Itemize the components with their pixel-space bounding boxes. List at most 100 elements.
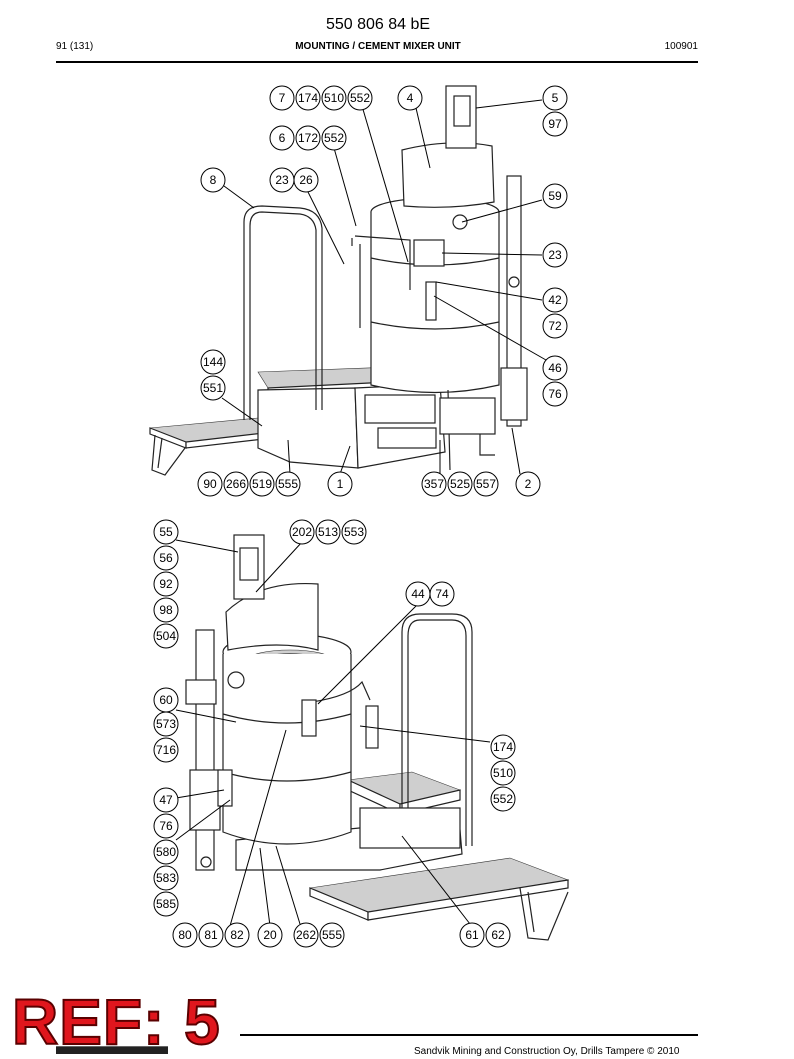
callout-92: 92 (153, 571, 179, 597)
callout-label: 202 (292, 525, 312, 539)
callout-97: 97 (542, 111, 568, 137)
callout-label: 557 (476, 477, 496, 491)
callout-59: 59 (542, 183, 568, 209)
document-date: 100901 (664, 41, 698, 52)
callout-525: 525 (447, 471, 473, 497)
callout-46: 46 (542, 355, 568, 381)
callout-504: 504 (153, 623, 179, 649)
callout-label: 174 (298, 91, 318, 105)
callout-4: 4 (397, 85, 423, 111)
callout-23: 23 (269, 167, 295, 193)
callout-202: 202 (289, 519, 315, 545)
callout-label: 513 (318, 525, 338, 539)
callout-label: 174 (493, 740, 513, 754)
callout-76: 76 (542, 381, 568, 407)
callout-label: 92 (159, 577, 173, 591)
callout-55: 55 (153, 519, 179, 545)
callout-553: 553 (341, 519, 367, 545)
callout-72: 72 (542, 313, 568, 339)
callout-5: 5 (542, 85, 568, 111)
callout-552b: 552 (321, 125, 347, 151)
callout-label: 504 (156, 629, 176, 643)
footer-rule (240, 1034, 698, 1036)
callout-510: 510 (321, 85, 347, 111)
callout-label: 552 (350, 91, 370, 105)
callout-42: 42 (542, 287, 568, 313)
callout-label: 72 (548, 319, 562, 333)
callout-label: 4 (407, 91, 414, 105)
callout-60: 60 (153, 687, 179, 713)
callout-label: 6 (279, 131, 286, 145)
callout-label: 552 (493, 792, 513, 806)
callout-label: 519 (252, 477, 272, 491)
callout-61: 61 (459, 922, 485, 948)
callout-label: 510 (324, 91, 344, 105)
callout-98: 98 (153, 597, 179, 623)
callout-label: 555 (322, 928, 342, 942)
bottom-assembly-drawing (185, 534, 570, 941)
callout-580: 580 (153, 839, 179, 865)
callout-174b: 174 (490, 734, 516, 760)
callout-label: 266 (226, 477, 246, 491)
callout-label: 76 (159, 819, 173, 833)
callout-26: 26 (293, 167, 319, 193)
callout-label: 44 (411, 587, 425, 601)
callout-357: 357 (421, 471, 447, 497)
callout-label: 551 (203, 381, 223, 395)
callout-266: 266 (223, 471, 249, 497)
callout-label: 81 (204, 928, 218, 942)
callout-56: 56 (153, 545, 179, 571)
callout-label: 555 (278, 477, 298, 491)
callout-585: 585 (153, 891, 179, 917)
callout-label: 525 (450, 477, 470, 491)
callout-519: 519 (249, 471, 275, 497)
top-assembly-drawing (149, 85, 528, 476)
callout-144: 144 (200, 349, 226, 375)
callout-44: 44 (405, 581, 431, 607)
callout-label: 97 (548, 117, 562, 131)
callout-62: 62 (485, 922, 511, 948)
callout-555b: 555 (319, 922, 345, 948)
callout-label: 23 (275, 173, 289, 187)
callout-label: 5 (552, 91, 559, 105)
callout-label: 23 (548, 248, 562, 262)
callout-81: 81 (198, 922, 224, 948)
callout-label: 98 (159, 603, 173, 617)
callout-label: 262 (296, 928, 316, 942)
callout-label: 60 (159, 693, 173, 707)
callout-74: 74 (429, 581, 455, 607)
callout-716: 716 (153, 737, 179, 763)
callout-label: 55 (159, 525, 173, 539)
callout-label: 62 (491, 928, 505, 942)
callout-552c: 552 (490, 786, 516, 812)
callout-label: 8 (210, 173, 217, 187)
callout-262: 262 (293, 922, 319, 948)
callout-2: 2 (515, 471, 541, 497)
callout-label: 573 (156, 717, 176, 731)
document-number: 550 806 84 bE (325, 16, 431, 33)
callout-583: 583 (153, 865, 179, 891)
callout-174: 174 (295, 85, 321, 111)
callout-label: 510 (493, 766, 513, 780)
section-title: MOUNTING / CEMENT MIXER UNIT (295, 41, 461, 52)
page-number: 91 (131) (56, 41, 94, 52)
callout-7: 7 (269, 85, 295, 111)
callout-label: 46 (548, 361, 562, 375)
footer-copyright: Sandvik Mining and Construction Oy, Dril… (414, 1046, 680, 1057)
callout-label: 585 (156, 897, 176, 911)
header-rule (56, 61, 698, 63)
callout-label: 172 (298, 131, 318, 145)
callout-label: 1 (337, 477, 344, 491)
callout-label: 553 (344, 525, 364, 539)
callout-551: 551 (200, 375, 226, 401)
callout-23b: 23 (542, 242, 568, 268)
callout-label: 357 (424, 477, 444, 491)
callout-label: 144 (203, 355, 223, 369)
callout-510b: 510 (490, 760, 516, 786)
callout-6: 6 (269, 125, 295, 151)
callout-90: 90 (197, 471, 223, 497)
callout-label: 26 (299, 173, 313, 187)
callout-47: 47 (153, 787, 179, 813)
callout-label: 716 (156, 743, 176, 757)
